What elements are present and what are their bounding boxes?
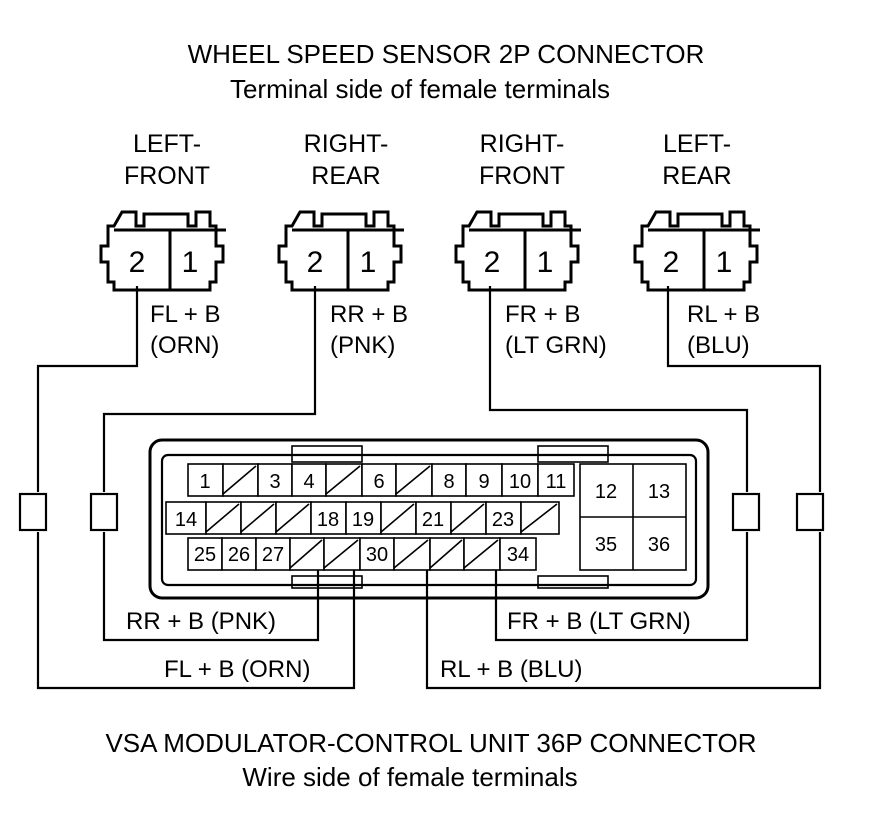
terminal-2: 2	[663, 246, 680, 279]
pin-label-19: 19	[352, 509, 374, 531]
terminal-1: 1	[537, 246, 554, 279]
pin-label-13: 13	[648, 481, 670, 503]
pin-label-36: 36	[648, 534, 670, 556]
wire-label-fr: FR + B	[505, 301, 580, 328]
pin-cavity-21	[415, 501, 452, 535]
sensor-rr-label-line1: RIGHT-	[304, 130, 389, 158]
pin-cavity-18	[310, 501, 347, 535]
pin-label-25: 25	[194, 544, 216, 566]
wire-label-rl-bottom: RL + B (BLU)	[440, 656, 583, 683]
pin-cavity-9	[465, 463, 503, 497]
sensor-rf-label-line2: FRONT	[479, 162, 565, 190]
terminal-2: 2	[484, 246, 501, 279]
pin-label-9: 9	[478, 471, 489, 493]
pin-label-26: 26	[228, 544, 250, 566]
pin-cavity-34	[499, 537, 537, 571]
bottom-subtitle: Wire side of female terminals	[242, 762, 577, 792]
terminal-2: 2	[307, 246, 324, 279]
terminal-2: 2	[129, 246, 146, 279]
terminal-1: 1	[716, 246, 733, 279]
pin-label-11: 11	[546, 471, 567, 493]
pin-label-12: 12	[595, 481, 617, 503]
pin-cavity-26	[221, 537, 257, 571]
pin-label-18: 18	[317, 509, 339, 531]
sensor-lr-label-line2: REAR	[662, 162, 731, 190]
pin-label-35: 35	[595, 534, 617, 556]
wire-fr	[488, 286, 749, 642]
pin-cavity-30	[359, 537, 395, 571]
pin-cavity-10	[501, 463, 539, 497]
pin-label-10: 10	[509, 471, 531, 493]
sensor-connector-left-front: 2 1	[99, 210, 226, 292]
top-subtitle: Terminal side of female terminals	[230, 74, 610, 104]
pin-label-8: 8	[443, 471, 454, 493]
pin-label-6: 6	[373, 471, 384, 493]
wire-label-rl: RL + B	[687, 301, 760, 328]
pin-label-34: 34	[507, 544, 529, 566]
pin-cavity-11	[537, 463, 575, 497]
top-title: WHEEL SPEED SENSOR 2P CONNECTOR	[188, 39, 705, 69]
wire-color-rl: (BLU)	[687, 332, 750, 359]
inline-terminal-fr	[731, 492, 761, 532]
sensor-lf-label-line1: LEFT-	[133, 130, 201, 158]
wire-color-rr: (PNK)	[330, 332, 395, 359]
sensor-rf-label-line1: RIGHT-	[480, 130, 565, 158]
wire-label-fl-bottom: FL + B (ORN)	[164, 656, 310, 683]
pin-label-23: 23	[492, 509, 514, 531]
pin-cavity-1	[187, 463, 224, 497]
wire-rr	[102, 286, 320, 642]
wire-label-fr-bottom: FR + B (LT GRN)	[507, 608, 691, 635]
pin-cavity-3	[257, 463, 293, 497]
inline-terminal-rr	[89, 492, 119, 532]
inline-terminal-rl	[795, 492, 825, 532]
sensor-connector-right-front: 2 1	[454, 210, 581, 292]
wire-fl	[36, 286, 356, 690]
wire-color-fr: (LT GRN)	[505, 332, 607, 359]
sensor-connector-left-rear: 2 1	[633, 210, 760, 292]
vsa-36p-connector: 1 3 4 6 8 9 10 11 12 13 14 18 19 21 23 2…	[148, 438, 710, 600]
terminal-1: 1	[182, 246, 199, 279]
terminal-1: 1	[360, 246, 377, 279]
wire-label-rr: RR + B	[330, 301, 408, 328]
sensor-rr-label-line2: REAR	[311, 162, 380, 190]
wire-label-rr-bottom: RR + B (PNK)	[126, 608, 276, 635]
pin-label-30: 30	[366, 544, 388, 566]
pin-label-1: 1	[199, 471, 210, 493]
wire-color-fl: (ORN)	[150, 332, 219, 359]
pin-label-4: 4	[303, 471, 314, 493]
wire-rl	[425, 286, 822, 690]
pin-label-14: 14	[175, 509, 197, 531]
pin-cavity-19	[345, 501, 382, 535]
pin-cavity-6	[361, 463, 397, 497]
bottom-title: VSA MODULATOR-CONTROL UNIT 36P CONNECTOR	[105, 728, 756, 758]
pin-label-3: 3	[269, 471, 280, 493]
wire-label-fl: FL + B	[150, 301, 220, 328]
sensor-connector-right-rear: 2 1	[277, 210, 404, 292]
sensor-lf-label-line2: FRONT	[124, 162, 210, 190]
sensor-lr-label-line1: LEFT-	[663, 130, 731, 158]
pin-label-21: 21	[422, 509, 444, 531]
inline-terminal-fl	[18, 492, 48, 532]
pin-label-27: 27	[262, 544, 284, 566]
